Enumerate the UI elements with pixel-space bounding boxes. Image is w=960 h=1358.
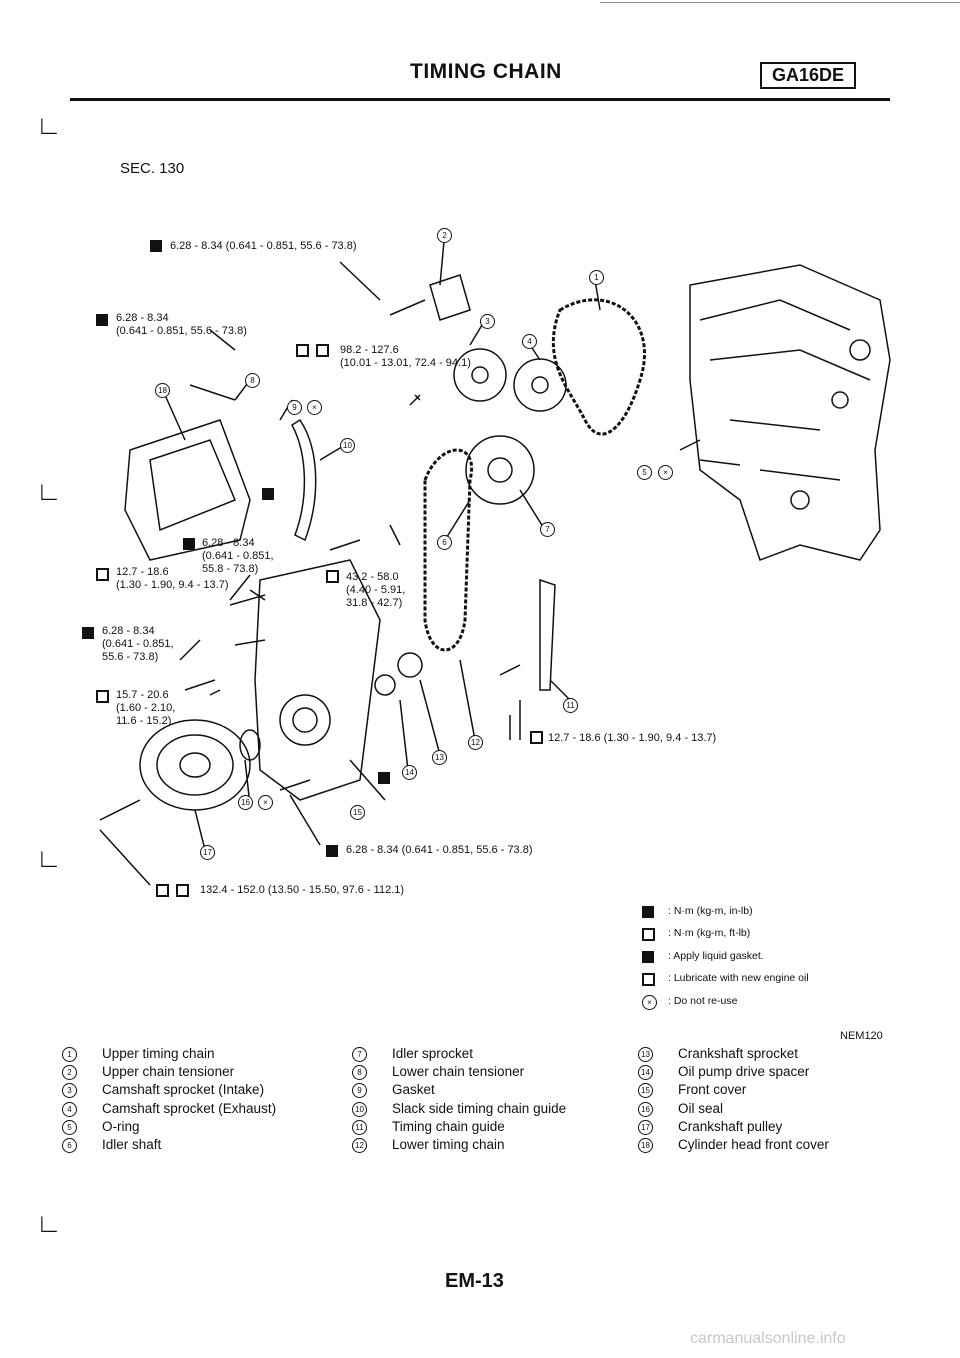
- figure-code: NEM120: [840, 1030, 883, 1042]
- torque-spec: 98.2 - 127.6 (10.01 - 13.01, 72.4 - 94.1…: [340, 344, 471, 369]
- lubricate-oil-icon: [642, 973, 655, 986]
- do-not-reuse-icon: ×: [258, 795, 273, 810]
- header-rule: [70, 98, 890, 101]
- lubricate-oil-icon: [296, 344, 309, 357]
- lubricate-oil-icon: [156, 884, 169, 897]
- callout-6: 6: [437, 535, 452, 550]
- do-not-reuse-icon: ×: [642, 995, 657, 1010]
- callout-16: 16: [238, 795, 253, 810]
- callout-3: 3: [480, 314, 495, 329]
- torque-spec: 12.7 - 18.6 (1.30 - 1.90, 9.4 - 13.7): [116, 566, 229, 591]
- torque-nm-ft-lb-icon: [96, 690, 109, 703]
- torque-nm-ft-lb-icon: [642, 928, 655, 941]
- callout-9: 9: [287, 400, 302, 415]
- liquid-gasket-icon: [378, 772, 390, 784]
- liquid-gasket-icon: [262, 488, 274, 500]
- torque-spec: 6.28 - 8.34 (0.641 - 0.851, 55.6 - 73.8): [116, 312, 247, 337]
- liquid-gasket-icon: [642, 951, 654, 963]
- top-hairline: [600, 2, 960, 3]
- callout-1: 1: [589, 270, 604, 285]
- callout-13: 13: [432, 750, 447, 765]
- torque-spec: 132.4 - 152.0 (13.50 - 15.50, 97.6 - 112…: [200, 884, 405, 896]
- callout-2: 2: [437, 228, 452, 243]
- torque-spec: 6.28 - 8.34 (0.641 - 0.851, 55.8 - 73.8): [202, 537, 274, 575]
- callout-12: 12: [468, 735, 483, 750]
- callout-17: 17: [200, 845, 215, 860]
- torque-nm-in-lb-icon: [96, 314, 108, 326]
- torque-spec: 6.28 - 8.34 (0.641 - 0.851, 55.6 - 73.8): [102, 625, 174, 663]
- callout-4: 4: [522, 334, 537, 349]
- torque-nm-in-lb-icon: [150, 240, 162, 252]
- engine-code-badge: GA16DE: [760, 62, 857, 89]
- binder-mark: ∟: [36, 110, 62, 140]
- torque-spec: 43.2 - 58.0 (4.40 - 5.91, 31.8 - 42.7): [346, 571, 406, 609]
- torque-nm-in-lb-icon: [183, 538, 195, 550]
- watermark: carmanualsonline.info: [690, 1330, 846, 1347]
- torque-spec: 6.28 - 8.34 (0.641 - 0.851, 55.6 - 73.8): [346, 844, 533, 856]
- torque-spec: 12.7 - 18.6 (1.30 - 1.90, 9.4 - 13.7): [548, 732, 717, 744]
- binder-mark: ∟: [36, 843, 62, 873]
- do-not-reuse-icon: ×: [307, 400, 322, 415]
- callout-5: 5: [637, 465, 652, 480]
- binder-mark: ∟: [36, 476, 62, 506]
- callout-7: 7: [540, 522, 555, 537]
- torque-nm-in-lb-icon: [326, 845, 338, 857]
- torque-spec: 6.28 - 8.34 (0.641 - 0.851, 55.6 - 73.8): [170, 240, 357, 252]
- page-title: TIMING CHAIN: [410, 60, 562, 83]
- torque-nm-ft-lb-icon: [530, 731, 543, 744]
- callout-18: 18: [155, 383, 170, 398]
- binder-mark: ∟: [36, 1208, 62, 1238]
- torque-spec: 15.7 - 20.6 (1.60 - 2.10, 11.6 - 15.2): [116, 689, 176, 727]
- callout-11: 11: [563, 698, 578, 713]
- torque-nm-ft-lb-icon: [96, 568, 109, 581]
- torque-nm-in-lb-icon: [82, 627, 94, 639]
- torque-nm-in-lb-icon: [642, 906, 654, 918]
- callout-10: 10: [340, 438, 355, 453]
- callout-14: 14: [402, 765, 417, 780]
- page-number: EM-13: [445, 1270, 504, 1292]
- callout-15: 15: [350, 805, 365, 820]
- do-not-reuse-icon: ×: [658, 465, 673, 480]
- torque-nm-ft-lb-icon: [326, 570, 339, 583]
- torque-nm-ft-lb-icon: [316, 344, 329, 357]
- torque-nm-ft-lb-icon: [176, 884, 189, 897]
- callout-8: 8: [245, 373, 260, 388]
- section-number: SEC. 130: [120, 160, 185, 177]
